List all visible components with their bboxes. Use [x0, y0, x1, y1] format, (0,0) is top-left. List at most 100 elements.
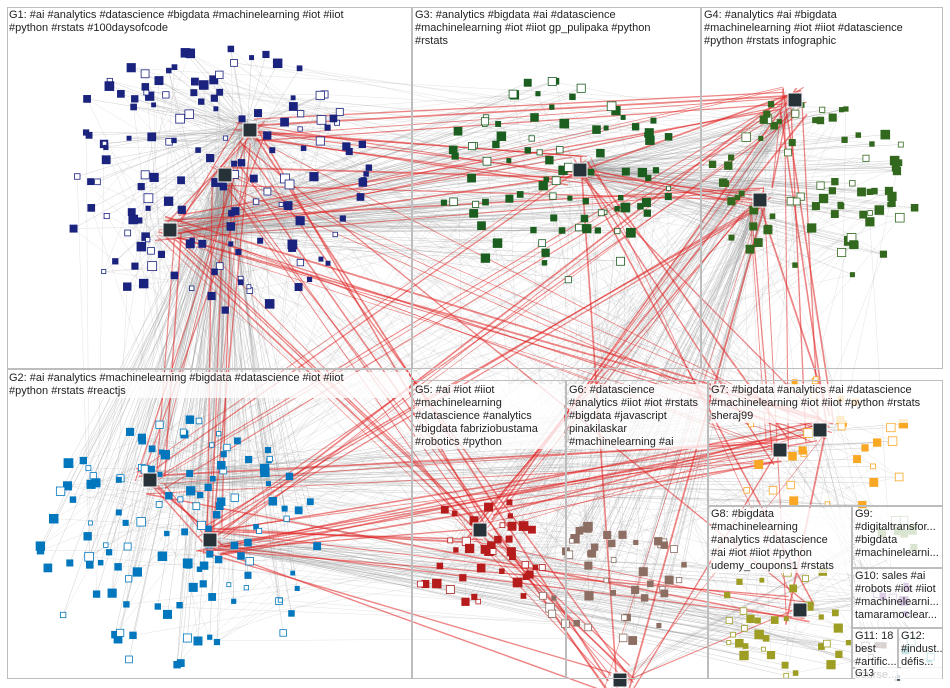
graph-node: [475, 598, 482, 605]
graph-node: [277, 597, 283, 603]
graph-node: [803, 428, 813, 438]
graph-node: [495, 121, 502, 127]
graph-node: [125, 655, 133, 664]
graph-node: [288, 610, 295, 617]
graph-node: [335, 107, 344, 116]
graph-node: [838, 107, 845, 113]
graph-node: [754, 629, 764, 640]
graph-node: [549, 192, 557, 200]
graph-node: [730, 631, 736, 638]
graph-node: [145, 91, 155, 101]
graph-node: [231, 160, 238, 167]
graph-node: [660, 589, 669, 598]
graph-node: [123, 542, 132, 551]
graph-node: [584, 561, 593, 570]
graph-node: [256, 527, 263, 534]
graph-node: [246, 284, 252, 290]
graph-node: [245, 455, 253, 464]
graph-node: [852, 398, 860, 406]
graph-node: [587, 168, 595, 176]
graph-node: [114, 563, 122, 571]
graph-node: [160, 450, 170, 460]
graph-node: [69, 224, 78, 233]
graph-node: [603, 125, 609, 131]
graph-node: [141, 83, 150, 91]
graph-node: [131, 95, 139, 103]
graph-node: [725, 617, 733, 625]
graph-node: [468, 142, 477, 151]
graph-node: [724, 592, 731, 599]
graph-node: [819, 106, 826, 113]
graph-node: [494, 535, 502, 544]
graph-node: [567, 195, 573, 201]
graph-node: [791, 379, 798, 386]
graph-node: [145, 237, 151, 243]
graph-node: [126, 63, 136, 73]
graph-node: [208, 593, 217, 601]
graph-node: [871, 187, 878, 195]
graph-node: [638, 567, 648, 577]
graph-node: [206, 550, 214, 558]
graph-node: [759, 115, 768, 124]
graph-node: [55, 486, 66, 496]
graph-node: [213, 638, 221, 646]
graph-node: [886, 422, 896, 433]
graph-node: [887, 436, 898, 446]
graph-node: [440, 505, 449, 514]
graph-node: [530, 226, 537, 234]
hub-node: [787, 92, 803, 108]
graph-node: [616, 256, 625, 266]
graph-node: [162, 91, 170, 99]
graph-node: [784, 148, 792, 157]
graph-node: [237, 159, 246, 167]
graph-node: [185, 415, 195, 424]
graph-node: [776, 119, 782, 125]
graph-node: [506, 499, 513, 506]
graph-node: [449, 197, 458, 206]
graph-node: [199, 580, 207, 588]
graph-node: [103, 542, 109, 548]
graph-node: [902, 611, 909, 617]
graph-node: [461, 597, 470, 606]
graph-node: [288, 102, 298, 111]
graph-node: [828, 113, 837, 122]
graph-node: [891, 670, 898, 677]
graph-node: [901, 646, 910, 655]
graph-node: [266, 455, 273, 462]
graph-node: [264, 447, 272, 454]
graph-node: [43, 563, 53, 573]
graph-node: [770, 616, 779, 624]
graph-node: [901, 597, 908, 604]
graph-node: [739, 650, 749, 661]
graph-node: [575, 223, 583, 232]
graph-node: [69, 496, 77, 503]
graph-node: [631, 123, 640, 131]
graph-node: [126, 135, 132, 141]
graph-node: [783, 672, 790, 679]
graph-node: [294, 585, 300, 591]
graph-node: [895, 212, 905, 223]
graph-node: [647, 580, 654, 588]
graph-node: [551, 176, 561, 186]
graph-node: [559, 118, 570, 129]
graph-node: [138, 278, 149, 289]
graph-node: [637, 203, 644, 210]
graph-node: [171, 64, 178, 70]
graph-node: [783, 568, 792, 577]
graph-node: [869, 141, 875, 147]
graph-node: [843, 106, 849, 112]
graph-node: [538, 239, 547, 248]
graph-node: [126, 427, 135, 436]
graph-node: [766, 651, 776, 660]
graph-node: [664, 133, 673, 141]
graph-node: [767, 100, 775, 108]
graph-node: [217, 461, 226, 470]
graph-node: [211, 268, 218, 276]
graph-node: [207, 291, 216, 301]
graph-node: [159, 449, 165, 455]
graph-node: [855, 132, 862, 138]
graph-node: [60, 611, 67, 619]
graph-node: [227, 45, 235, 53]
graph-node: [580, 214, 589, 223]
